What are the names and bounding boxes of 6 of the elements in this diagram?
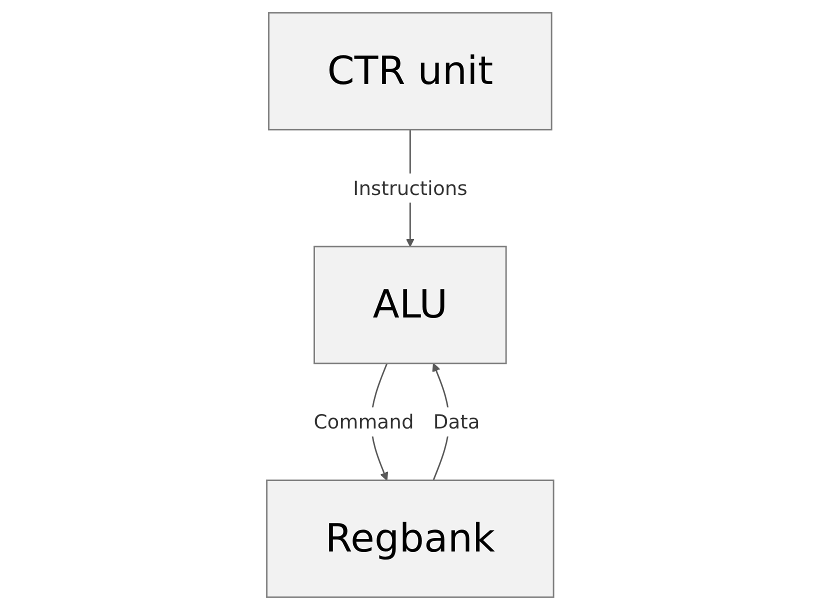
node-box: Regbank	[266, 480, 555, 598]
edge-label: Command	[314, 410, 414, 434]
edge-label: Data	[434, 410, 480, 434]
node-box: ALU	[314, 246, 508, 364]
edge-label: Instructions	[353, 176, 468, 200]
node-box: CTR unit	[268, 12, 553, 130]
